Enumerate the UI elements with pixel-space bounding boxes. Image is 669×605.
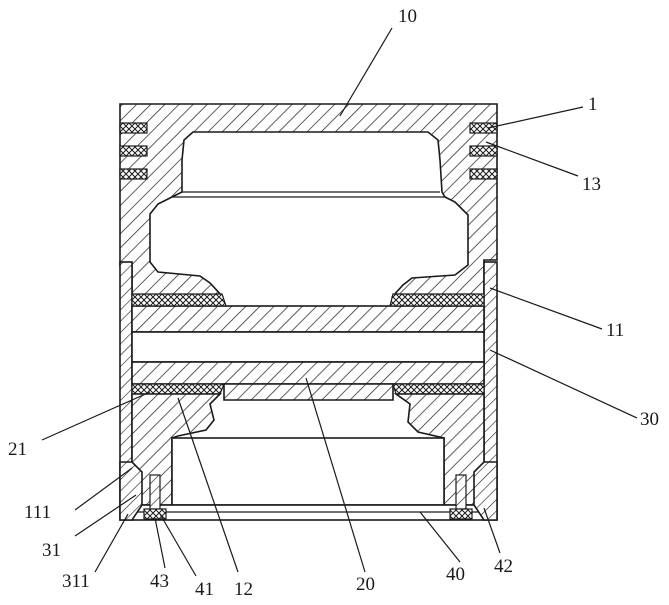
corner-insert-left xyxy=(120,462,142,520)
label-43: 43 xyxy=(150,571,169,592)
piston-ring-left-group xyxy=(120,123,147,179)
label-42: 42 xyxy=(494,556,513,577)
piston-ring xyxy=(120,146,147,156)
label-10: 10 xyxy=(398,6,417,27)
upper-left-bushing xyxy=(132,294,226,306)
label-311: 311 xyxy=(62,571,90,592)
label-12: 12 xyxy=(234,579,253,600)
label-111: 111 xyxy=(24,502,51,523)
pin-bore xyxy=(132,332,484,362)
piston-ring xyxy=(470,169,497,179)
piston-ring-right-group xyxy=(470,123,497,179)
piston-ring xyxy=(120,169,147,179)
lower-bearing-plate xyxy=(132,362,484,384)
label-13: 13 xyxy=(582,174,601,195)
piston-ring xyxy=(470,123,497,133)
upper-right-bushing xyxy=(390,294,484,306)
piston-ring xyxy=(120,123,147,133)
lower-right-bushing xyxy=(393,384,484,394)
label-30: 30 xyxy=(640,409,659,430)
label-21: 21 xyxy=(8,439,27,460)
piston-body xyxy=(120,104,497,296)
skirt-cavity xyxy=(172,438,444,505)
label-1: 1 xyxy=(588,94,598,115)
label-20: 20 xyxy=(356,574,375,595)
label-11: 11 xyxy=(606,320,624,341)
upper-bearing-plate xyxy=(132,306,484,332)
label-40: 40 xyxy=(446,564,465,585)
label-31: 31 xyxy=(42,540,61,561)
piston-ring xyxy=(470,146,497,156)
lower-left-bushing xyxy=(132,384,224,394)
label-41: 41 xyxy=(195,579,214,600)
